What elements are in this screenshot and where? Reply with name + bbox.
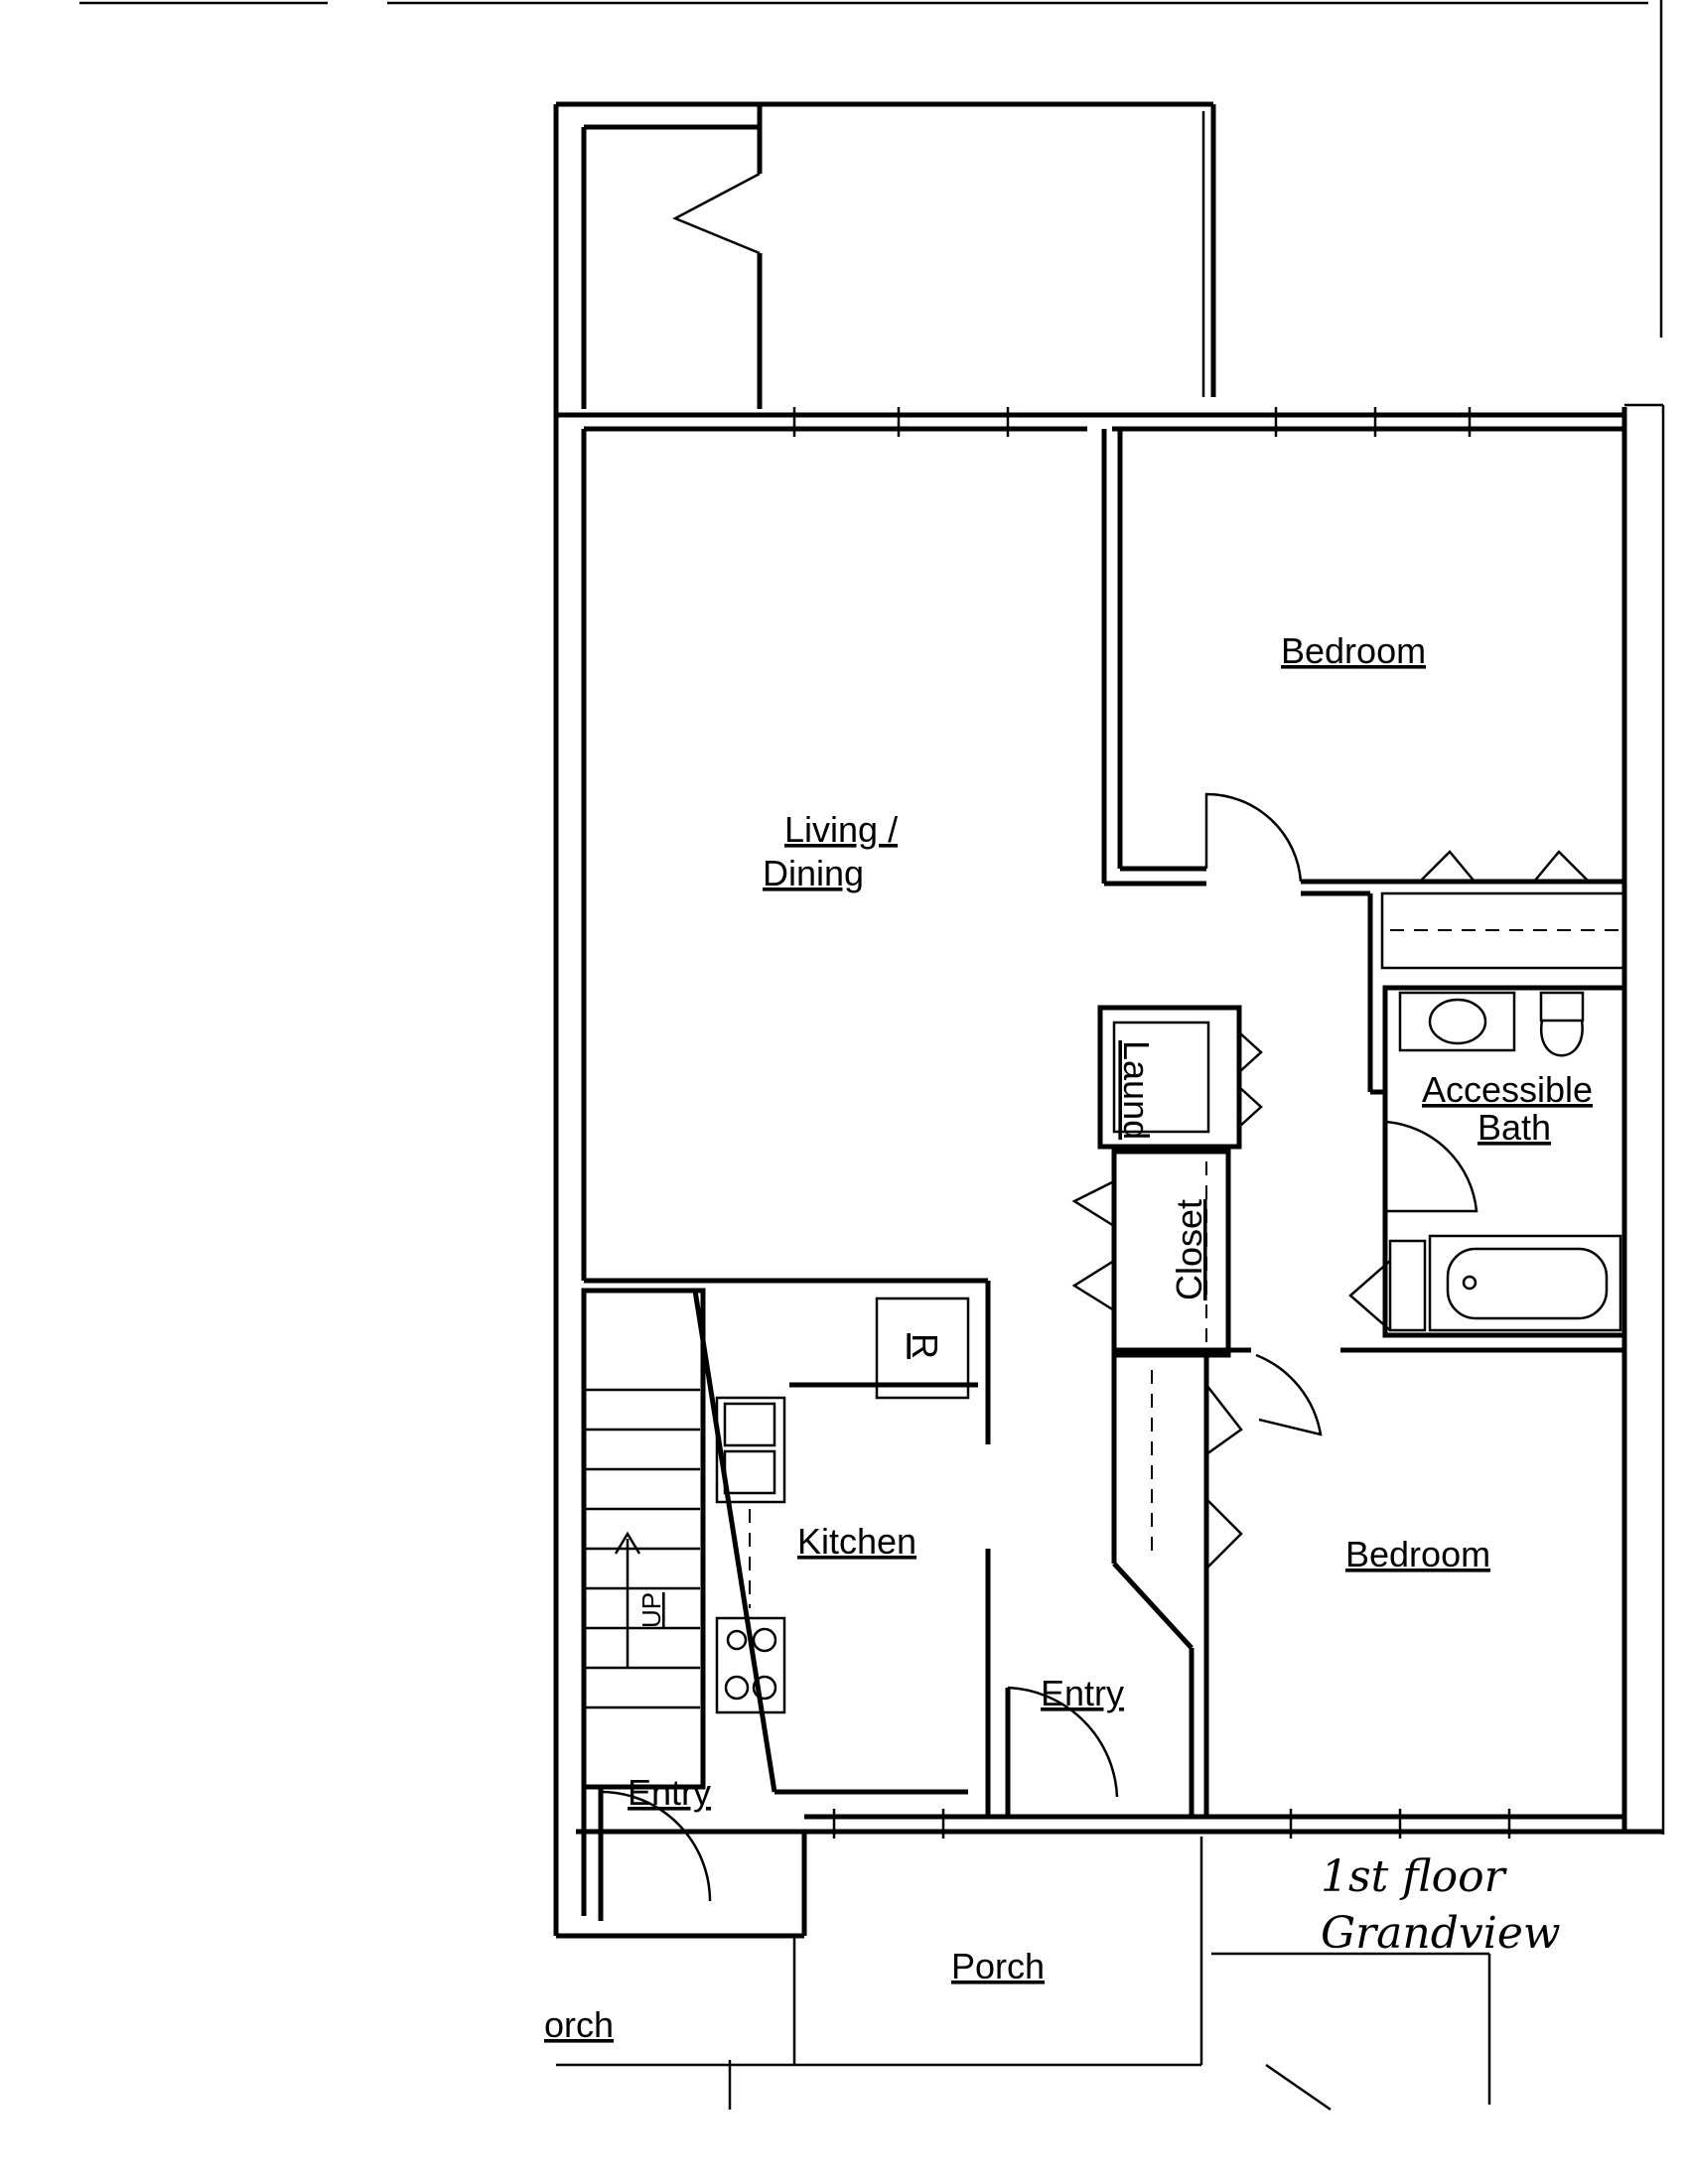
label-bedroom-bottom: Bedroom: [1345, 1534, 1490, 1574]
stairs: [581, 1288, 777, 1793]
laundry: [1097, 1005, 1263, 1150]
label-living: Living /: [784, 809, 898, 850]
label-closet: Closet: [1169, 1199, 1209, 1300]
hall-closet: [1071, 1149, 1231, 1358]
storage-door: [672, 172, 761, 255]
label-kitchen: Kitchen: [797, 1521, 916, 1562]
windows: [792, 407, 1511, 1839]
bedroom-top-walls: [1101, 429, 1627, 1092]
page-top-edge: [79, 0, 1663, 338]
note-floor: 1st floor: [1321, 1851, 1508, 1902]
label-accessible: Accessible: [1422, 1069, 1593, 1110]
label-bath: Bath: [1477, 1107, 1551, 1148]
label-entry-left: Entry: [628, 1772, 711, 1813]
label-laundry: Laund: [1116, 1040, 1157, 1140]
porch: [556, 1837, 1491, 2112]
label-porch-partial: orch: [544, 2004, 614, 2045]
label-entry-right: Entry: [1041, 1673, 1124, 1713]
label-stairs-up: UP: [636, 1592, 666, 1628]
bedroom-top-closet: [1380, 850, 1626, 970]
label-dining: Dining: [763, 853, 864, 893]
bedroom-bottom-walls: [1111, 1347, 1624, 1817]
note-grandview: Grandview: [1321, 1908, 1561, 1959]
kitchen-walls: [715, 1278, 991, 1817]
label-refrigerator: R: [905, 1333, 945, 1359]
entry-doors: [598, 1686, 1119, 1921]
label-bedroom-top: Bedroom: [1281, 630, 1426, 671]
accessible-bath: [1348, 985, 1627, 1338]
exterior-walls: [553, 101, 1665, 1939]
label-porch: Porch: [951, 1946, 1045, 1986]
bedroom-top-door: [1204, 792, 1303, 883]
